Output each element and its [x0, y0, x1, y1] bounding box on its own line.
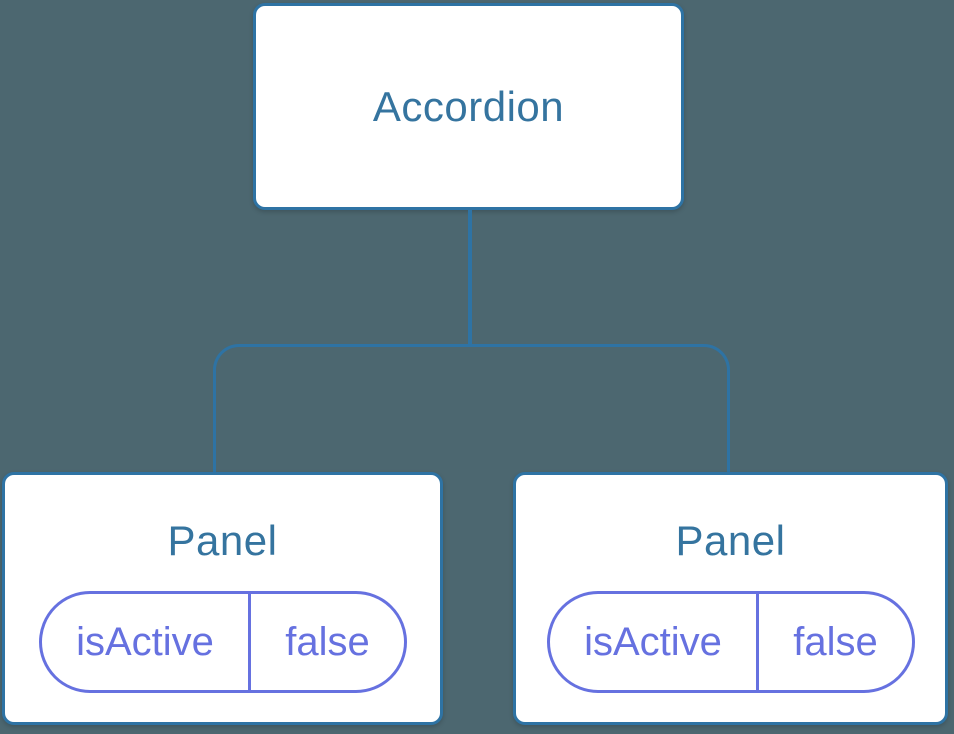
panel-node-label: Panel [167, 517, 278, 564]
state-key: isActive [42, 594, 252, 690]
connector-stem [468, 210, 472, 344]
state-pill: isActive false [546, 591, 915, 693]
state-key: isActive [550, 594, 760, 690]
panel-node-right: Panel isActive false [513, 472, 948, 725]
panel-node-left: Panel isActive false [2, 472, 443, 725]
state-pill: isActive false [38, 591, 407, 693]
accordion-node: Accordion [253, 3, 684, 210]
state-value: false [793, 619, 878, 664]
connector-bracket [213, 344, 730, 472]
panel-node-label: Panel [675, 517, 786, 564]
state-value: false [285, 619, 370, 664]
accordion-node-label: Accordion [372, 82, 565, 130]
